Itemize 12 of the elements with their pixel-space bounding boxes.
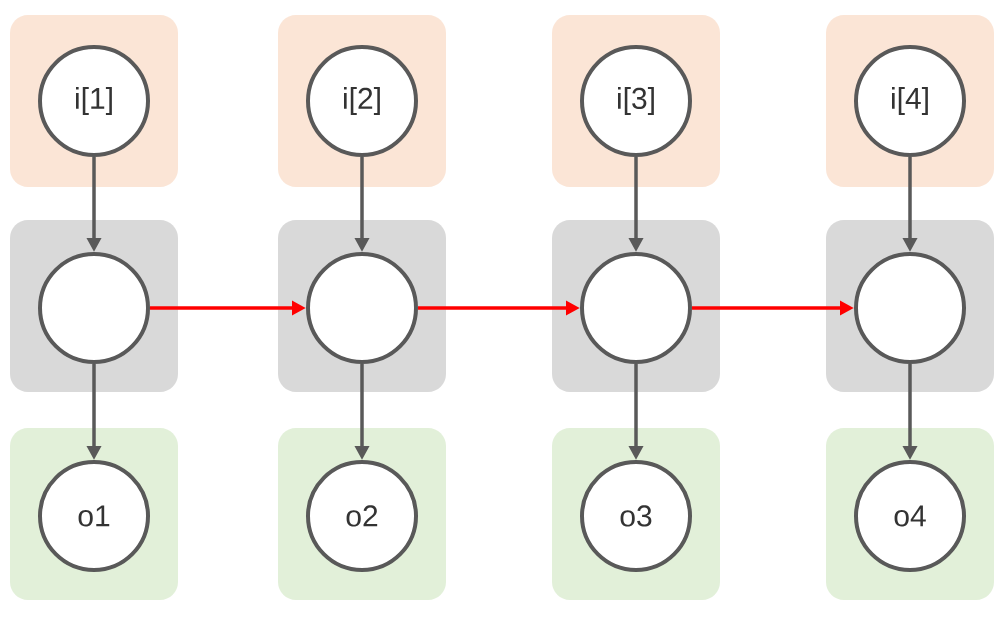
circle-node: i[2] — [306, 45, 418, 157]
empty-circle — [306, 252, 418, 364]
circle-node: o4 — [854, 460, 966, 572]
empty-circle — [38, 252, 150, 364]
circle-node: o2 — [306, 460, 418, 572]
circle-node: o1 — [38, 460, 150, 572]
empty-circle — [854, 252, 966, 364]
circle-node: o3 — [580, 460, 692, 572]
empty-circle — [580, 252, 692, 364]
circle-node: i[1] — [38, 45, 150, 157]
circle-node: i[3] — [580, 45, 692, 157]
circle-node: i[4] — [854, 45, 966, 157]
